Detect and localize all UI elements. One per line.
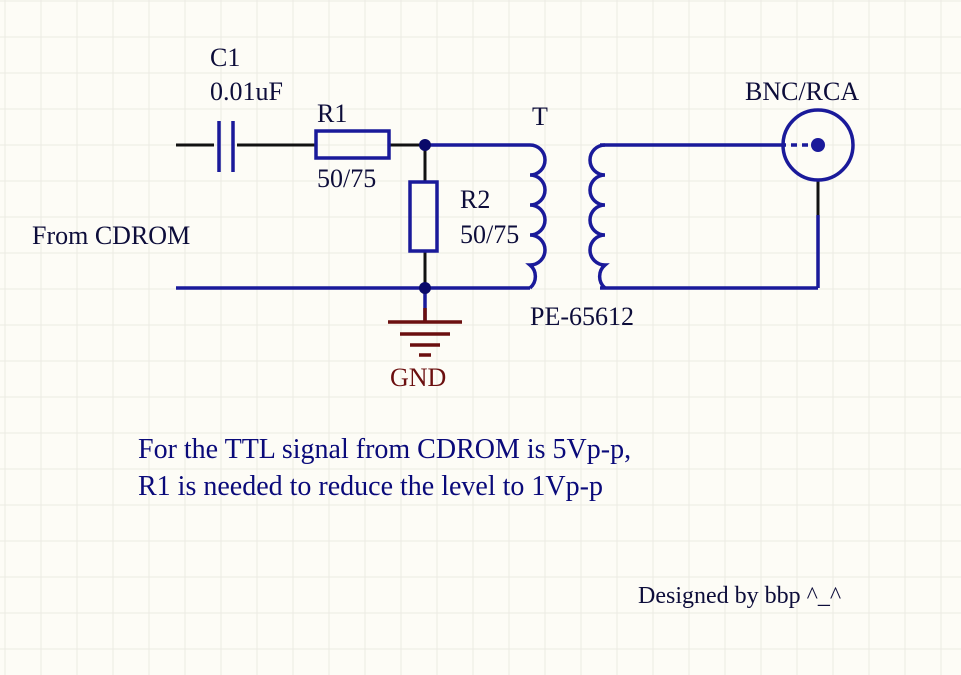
ground-label: GND bbox=[390, 363, 446, 392]
junction-bottom bbox=[419, 282, 431, 294]
resistor-r2[interactable] bbox=[408, 180, 439, 253]
bnc-connector[interactable] bbox=[780, 108, 855, 182]
bnc-center-dot bbox=[811, 138, 825, 152]
resistor-r1[interactable] bbox=[314, 129, 391, 160]
transformer-part-label: PE-65612 bbox=[530, 302, 634, 331]
transformer-ref-label: T bbox=[532, 102, 548, 131]
c1-value-label: 0.01uF bbox=[210, 77, 283, 106]
r2-value-label: 50/75 bbox=[460, 220, 519, 249]
c1-ref-label: C1 bbox=[210, 43, 240, 72]
junction-top bbox=[419, 139, 431, 151]
capacitor-c1[interactable] bbox=[217, 121, 235, 172]
note-line-2: R1 is needed to reduce the level to 1Vp-… bbox=[138, 471, 603, 502]
transformer-primary-coil bbox=[525, 143, 547, 290]
r2-ref-label: R2 bbox=[460, 185, 490, 214]
note-line-1: For the TTL signal from CDROM is 5Vp-p, bbox=[138, 434, 631, 465]
designer-credit: Designed by bbp ^_^ bbox=[638, 583, 841, 609]
r1-value-label: 50/75 bbox=[317, 164, 376, 193]
transformer-t[interactable] bbox=[525, 143, 610, 290]
input-label: From CDROM bbox=[32, 221, 190, 250]
transformer-secondary-coil bbox=[588, 143, 610, 290]
r1-ref-label: R1 bbox=[317, 99, 347, 128]
wires bbox=[176, 143, 820, 322]
ground-symbol bbox=[388, 308, 462, 357]
connector-label: BNC/RCA bbox=[745, 77, 859, 106]
